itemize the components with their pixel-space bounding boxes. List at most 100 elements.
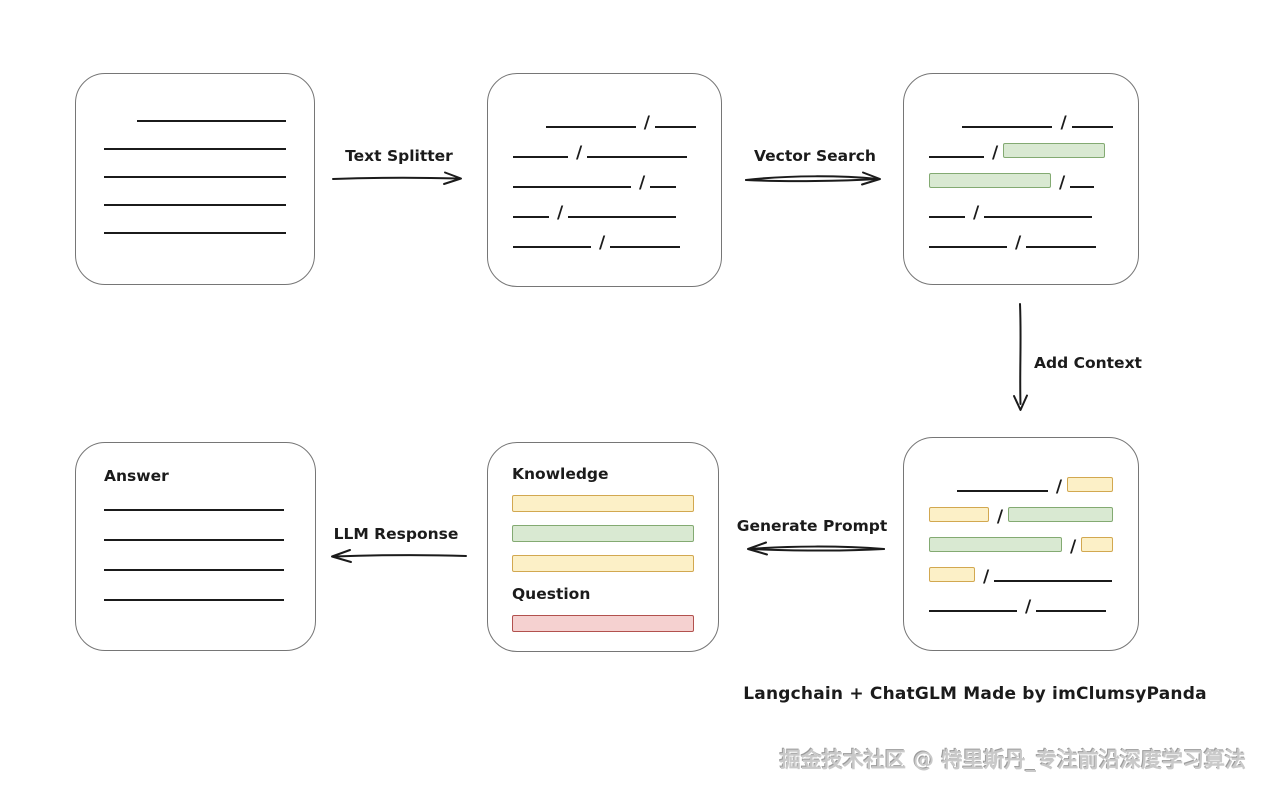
text-line xyxy=(104,539,284,541)
text-line xyxy=(957,490,1048,492)
slash-separator: / xyxy=(639,173,646,193)
text-line xyxy=(104,176,286,178)
slash-separator: / xyxy=(983,567,990,587)
green-highlight xyxy=(929,173,1051,188)
text-fragment-row: / xyxy=(513,218,696,252)
slash-separator: / xyxy=(1055,477,1063,497)
slash-separator: / xyxy=(973,203,980,223)
text-line xyxy=(513,216,549,218)
text-line xyxy=(1071,126,1113,128)
text-line xyxy=(587,156,688,158)
text-fragment-row: / xyxy=(929,128,1113,162)
watermark-text: 掘金技术社区 @ 特里斯丹_专注前沿深度学习算法 xyxy=(779,748,1246,772)
green-bar xyxy=(512,525,694,542)
text-fragment-row: / xyxy=(929,218,1113,252)
text-line xyxy=(610,246,681,248)
yellow-bar xyxy=(512,555,694,572)
text-line xyxy=(104,569,284,571)
text-line xyxy=(929,610,1017,612)
slash-separator: / xyxy=(599,233,606,253)
text-fragment-row: / xyxy=(513,128,696,162)
text-line xyxy=(513,186,631,188)
answer-lines xyxy=(104,509,287,601)
left-arrow-icon xyxy=(331,549,467,563)
yellow-highlight xyxy=(929,567,975,582)
text-fragment-row: / xyxy=(513,158,696,192)
slash-separator: / xyxy=(1070,537,1077,557)
text-line xyxy=(104,509,284,511)
text-line xyxy=(104,148,286,150)
slash-separator: / xyxy=(1015,233,1022,253)
add-context-label: Add Context xyxy=(1034,354,1142,372)
left-arrow-icon xyxy=(747,541,885,556)
text-splitter-arrow: Text Splitter xyxy=(328,146,470,190)
green-highlight xyxy=(929,537,1062,552)
text-line xyxy=(994,580,1113,582)
question-label: Question xyxy=(512,585,591,603)
text-fragment-row: / xyxy=(929,552,1113,586)
text-line xyxy=(962,126,1053,128)
text-line xyxy=(650,186,677,188)
text-fragment-row: / xyxy=(929,158,1113,192)
text-splitter-label: Text Splitter xyxy=(345,147,453,165)
llm-response-label: LLM Response xyxy=(333,525,459,543)
answer-box: Answer xyxy=(75,442,316,651)
text-line xyxy=(513,246,591,248)
slash-separator: / xyxy=(557,203,564,223)
down-arrow-icon xyxy=(1013,303,1028,411)
yellow-highlight xyxy=(1081,537,1113,552)
text-line xyxy=(1036,610,1107,612)
vector-search-arrow: Vector Search xyxy=(740,146,890,192)
matched-document-box: / / / / / xyxy=(903,73,1139,285)
text-fragment-row: / xyxy=(513,188,696,222)
yellow-highlight xyxy=(929,507,989,522)
text-fragment-row: / xyxy=(929,522,1113,556)
split-document-box: / / / / / xyxy=(487,73,722,287)
text-fragment-row: / xyxy=(546,98,696,132)
vector-search-label: Vector Search xyxy=(754,147,876,165)
add-context-arrow xyxy=(1008,300,1034,418)
text-line xyxy=(1070,186,1095,188)
yellow-highlight xyxy=(1067,477,1113,492)
text-fragment-row: / xyxy=(929,188,1113,222)
text-line xyxy=(104,232,286,234)
prompt-box: Knowledge Question xyxy=(487,442,719,652)
text-fragment-row: / xyxy=(957,462,1113,496)
text-line xyxy=(104,204,286,206)
text-fragment-row: / xyxy=(929,582,1113,616)
text-line xyxy=(137,120,286,122)
slash-separator: / xyxy=(1060,113,1067,133)
text-fragment-row: / xyxy=(929,492,1113,526)
slash-separator: / xyxy=(992,143,999,163)
text-line xyxy=(929,246,1007,248)
green-highlight xyxy=(1008,507,1113,522)
slash-separator: / xyxy=(643,113,651,133)
knowledge-bars xyxy=(512,495,694,572)
question-bars xyxy=(512,615,694,632)
llm-response-arrow: LLM Response xyxy=(320,524,472,568)
slash-separator: / xyxy=(576,143,583,163)
text-line xyxy=(1026,246,1097,248)
text-line xyxy=(513,156,568,158)
slash-separator: / xyxy=(1059,173,1066,193)
slash-separator: / xyxy=(996,507,1004,527)
diagram-caption: Langchain + ChatGLM Made by imClumsyPand… xyxy=(743,684,1207,704)
slash-separator: / xyxy=(1025,597,1032,617)
generate-prompt-arrow: Generate Prompt xyxy=(734,516,890,562)
text-line xyxy=(984,216,1093,218)
knowledge-label: Knowledge xyxy=(512,465,609,483)
text-line xyxy=(568,216,677,218)
text-line xyxy=(929,156,984,158)
generate-prompt-label: Generate Prompt xyxy=(736,517,888,535)
context-document-box: / / / / / xyxy=(903,437,1139,651)
red-bar xyxy=(512,615,694,632)
text-line xyxy=(929,216,965,218)
text-line xyxy=(546,126,636,128)
right-arrow-icon xyxy=(332,171,462,185)
green-highlight xyxy=(1003,143,1106,158)
answer-label: Answer xyxy=(104,467,169,485)
text-line xyxy=(655,126,696,128)
text-line xyxy=(104,599,284,601)
text-fragment-row: / xyxy=(962,98,1113,132)
